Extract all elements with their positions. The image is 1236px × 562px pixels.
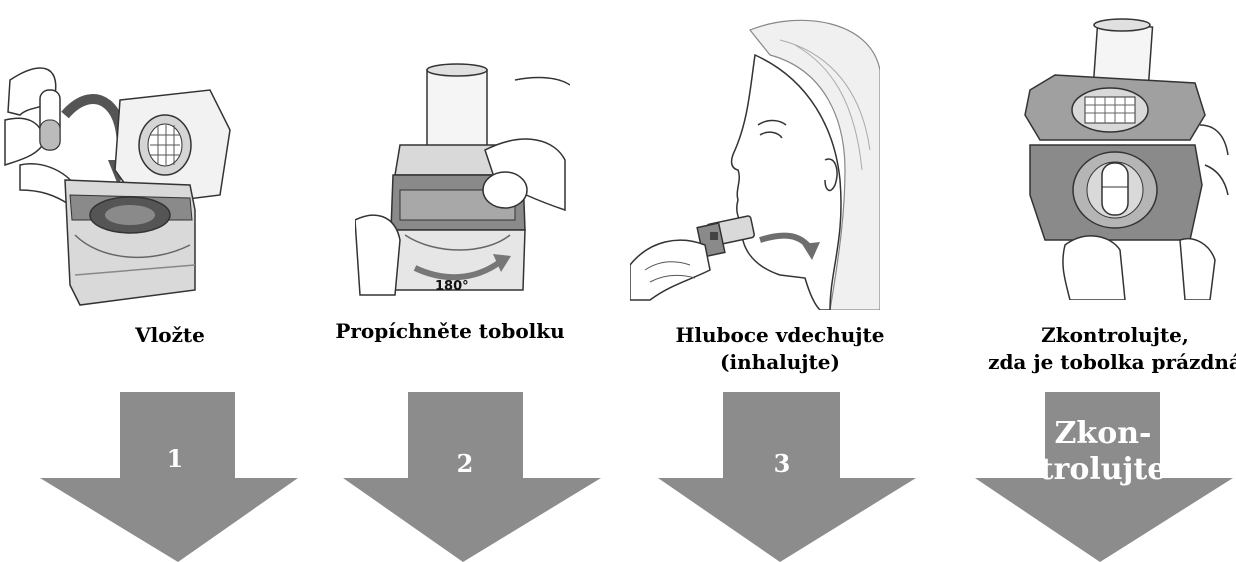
step-2-illustration: 180° bbox=[355, 50, 570, 300]
check-capsule-illustration-icon bbox=[1010, 15, 1230, 300]
step-1-arrow: 1 bbox=[40, 392, 300, 562]
pierce-capsule-illustration-icon: 180° bbox=[355, 50, 570, 300]
step-3-caption-line-2: (inhalujte) bbox=[660, 349, 900, 376]
step-4-arrow-label-line-1: Zkon- bbox=[973, 416, 1233, 452]
step-2-caption-line-1: Propíchněte tobolku bbox=[315, 318, 585, 345]
step-4-caption-line-1: Zkontrolujte, bbox=[985, 322, 1236, 349]
step-3-arrow-label-line-1: 3 bbox=[652, 449, 912, 478]
step-3-arrow: 3 bbox=[658, 392, 918, 562]
step-1-illustration bbox=[0, 20, 240, 310]
capsule-insert-illustration-icon bbox=[0, 20, 240, 310]
step-1-arrow-shape bbox=[40, 392, 298, 562]
step-4-arrow: Zkon- trolujte bbox=[975, 392, 1235, 562]
step-2-arrow-label-line-1: 2 bbox=[335, 449, 595, 478]
step-4-arrow-label: Zkon- trolujte bbox=[973, 416, 1233, 488]
step-4-illustration bbox=[1010, 15, 1230, 300]
step-1-caption-line-1: Vložte bbox=[50, 322, 290, 349]
step-3-illustration bbox=[630, 10, 880, 310]
step-4-arrow-label-line-2: trolujte bbox=[973, 452, 1233, 488]
step-3-caption: Hluboce vdechujte (inhalujte) bbox=[660, 322, 900, 376]
step-1-arrow-label: 1 bbox=[45, 444, 305, 473]
step-2-illustration-label: 180° bbox=[435, 279, 469, 294]
step-3-arrow-label: 3 bbox=[652, 449, 912, 478]
step-4-caption-line-2: zda je tobolka prázdná bbox=[985, 349, 1236, 376]
step-2-arrow-label: 2 bbox=[335, 449, 595, 478]
step-2-arrow: 2 bbox=[343, 392, 603, 562]
step-1-caption: Vložte bbox=[50, 322, 290, 349]
step-2-caption: Propíchněte tobolku bbox=[315, 318, 585, 345]
step-1-arrow-label-line-1: 1 bbox=[45, 444, 305, 473]
inhale-illustration-icon bbox=[630, 10, 880, 310]
step-4-caption: Zkontrolujte, zda je tobolka prázdná bbox=[985, 322, 1236, 376]
step-3-caption-line-1: Hluboce vdechujte bbox=[660, 322, 900, 349]
